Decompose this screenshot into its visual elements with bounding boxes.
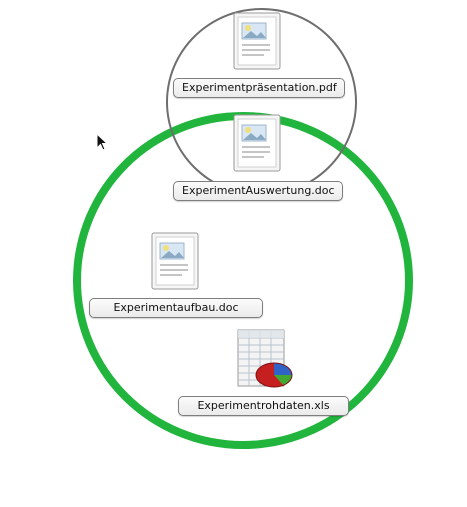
pdf-document-icon[interactable] — [233, 12, 281, 70]
file-label[interactable]: Experimentrohdaten.xls — [178, 396, 349, 416]
word-document-icon[interactable] — [151, 232, 199, 290]
file-label[interactable]: Experimentaufbau.doc — [89, 298, 263, 318]
file-label[interactable]: Experimentpräsentation.pdf — [173, 78, 345, 98]
word-document-icon[interactable] — [233, 114, 281, 172]
spreadsheet-icon[interactable] — [236, 329, 294, 389]
file-label[interactable]: ExperimentAuswertung.doc — [173, 181, 343, 201]
mouse-pointer-icon — [96, 133, 108, 151]
